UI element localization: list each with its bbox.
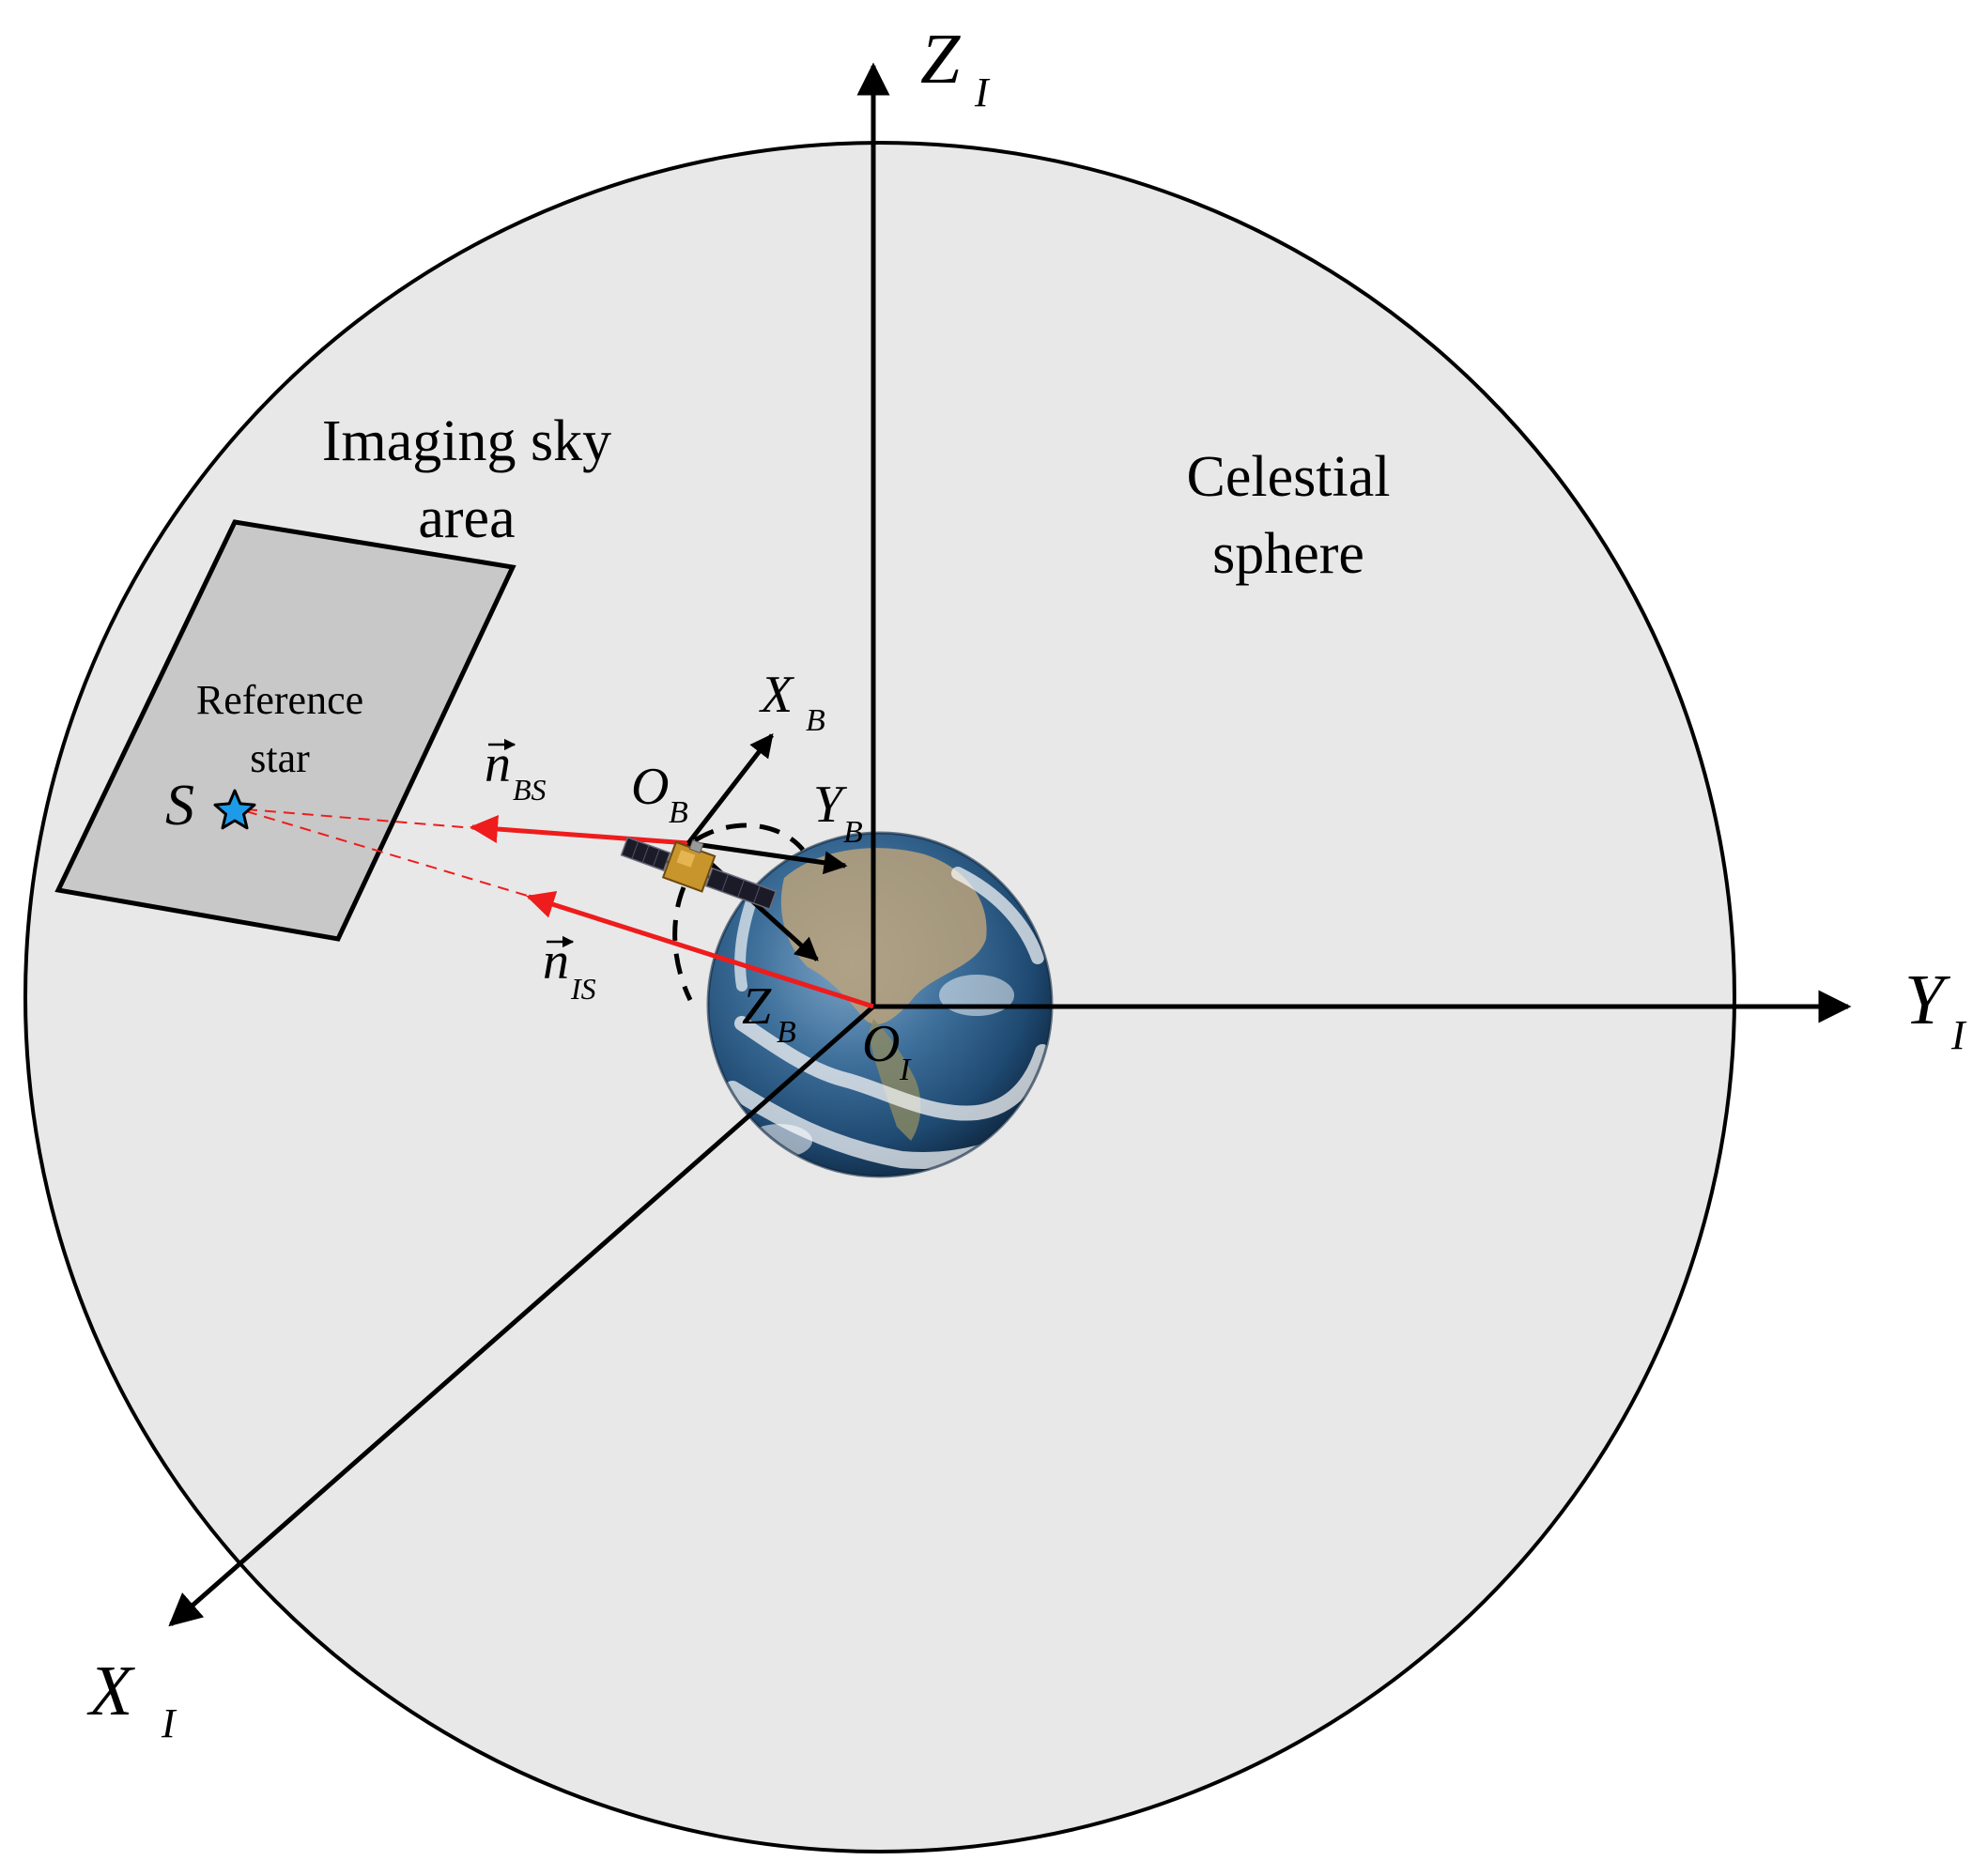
yb-axis <box>687 840 848 875</box>
body-origin-label: O B <box>631 758 688 830</box>
x-axis <box>168 1005 875 1627</box>
celestial-sphere-label: Celestial sphere <box>1187 445 1391 586</box>
svg-text:Reference: Reference <box>196 677 363 723</box>
xb-label: X B <box>759 666 825 738</box>
svg-text:I: I <box>161 1700 177 1746</box>
sight-line-bs <box>245 808 475 829</box>
svg-text:X: X <box>759 666 795 724</box>
svg-text:Y: Y <box>1904 961 1951 1039</box>
x-axis-label: X I <box>86 1652 177 1746</box>
svg-text:star: star <box>250 735 310 781</box>
svg-text:I: I <box>899 1053 912 1087</box>
svg-text:Celestial: Celestial <box>1187 445 1391 509</box>
svg-text:n: n <box>485 735 511 793</box>
xb-axis <box>686 733 774 845</box>
imaging-sky-area <box>54 519 516 942</box>
svg-text:X: X <box>86 1652 135 1730</box>
svg-text:Z: Z <box>920 20 961 99</box>
svg-text:O: O <box>862 1015 900 1073</box>
svg-text:Y: Y <box>813 776 848 834</box>
svg-text:sphere: sphere <box>1212 522 1364 586</box>
svg-text:I: I <box>1950 1012 1967 1058</box>
yb-label: Y B <box>813 776 863 850</box>
svg-text:BS: BS <box>513 773 547 807</box>
svg-text:IS: IS <box>570 972 596 1006</box>
orbit-path <box>672 823 805 1002</box>
vector-n-is <box>526 890 874 1009</box>
n-is-label: n IS <box>543 932 596 1006</box>
imaging-sky-area-label: Imaging sky area <box>322 409 611 550</box>
vector-n-bs <box>470 815 689 846</box>
svg-text:n: n <box>543 932 569 991</box>
svg-text:B: B <box>806 703 825 738</box>
sight-line-is <box>245 810 532 898</box>
svg-text:B: B <box>669 795 688 830</box>
svg-text:O: O <box>631 758 669 816</box>
y-axis-label: Y I <box>1904 961 1967 1058</box>
svg-text:B: B <box>777 1015 796 1050</box>
svg-text:Z: Z <box>742 977 772 1036</box>
reference-star-label: Reference star <box>196 677 363 781</box>
zb-label: Z B <box>742 977 796 1050</box>
svg-text:B: B <box>843 815 863 850</box>
z-axis-label: Z I <box>920 20 991 115</box>
svg-text:Imaging sky: Imaging sky <box>322 409 611 473</box>
svg-text:area: area <box>418 486 515 550</box>
svg-text:I: I <box>974 69 991 115</box>
origin-label: O I <box>862 1015 912 1087</box>
n-bs-label: n BS <box>485 735 547 807</box>
satellite-icon <box>620 836 778 911</box>
star-label: S <box>165 774 194 838</box>
star-icon <box>213 789 256 830</box>
